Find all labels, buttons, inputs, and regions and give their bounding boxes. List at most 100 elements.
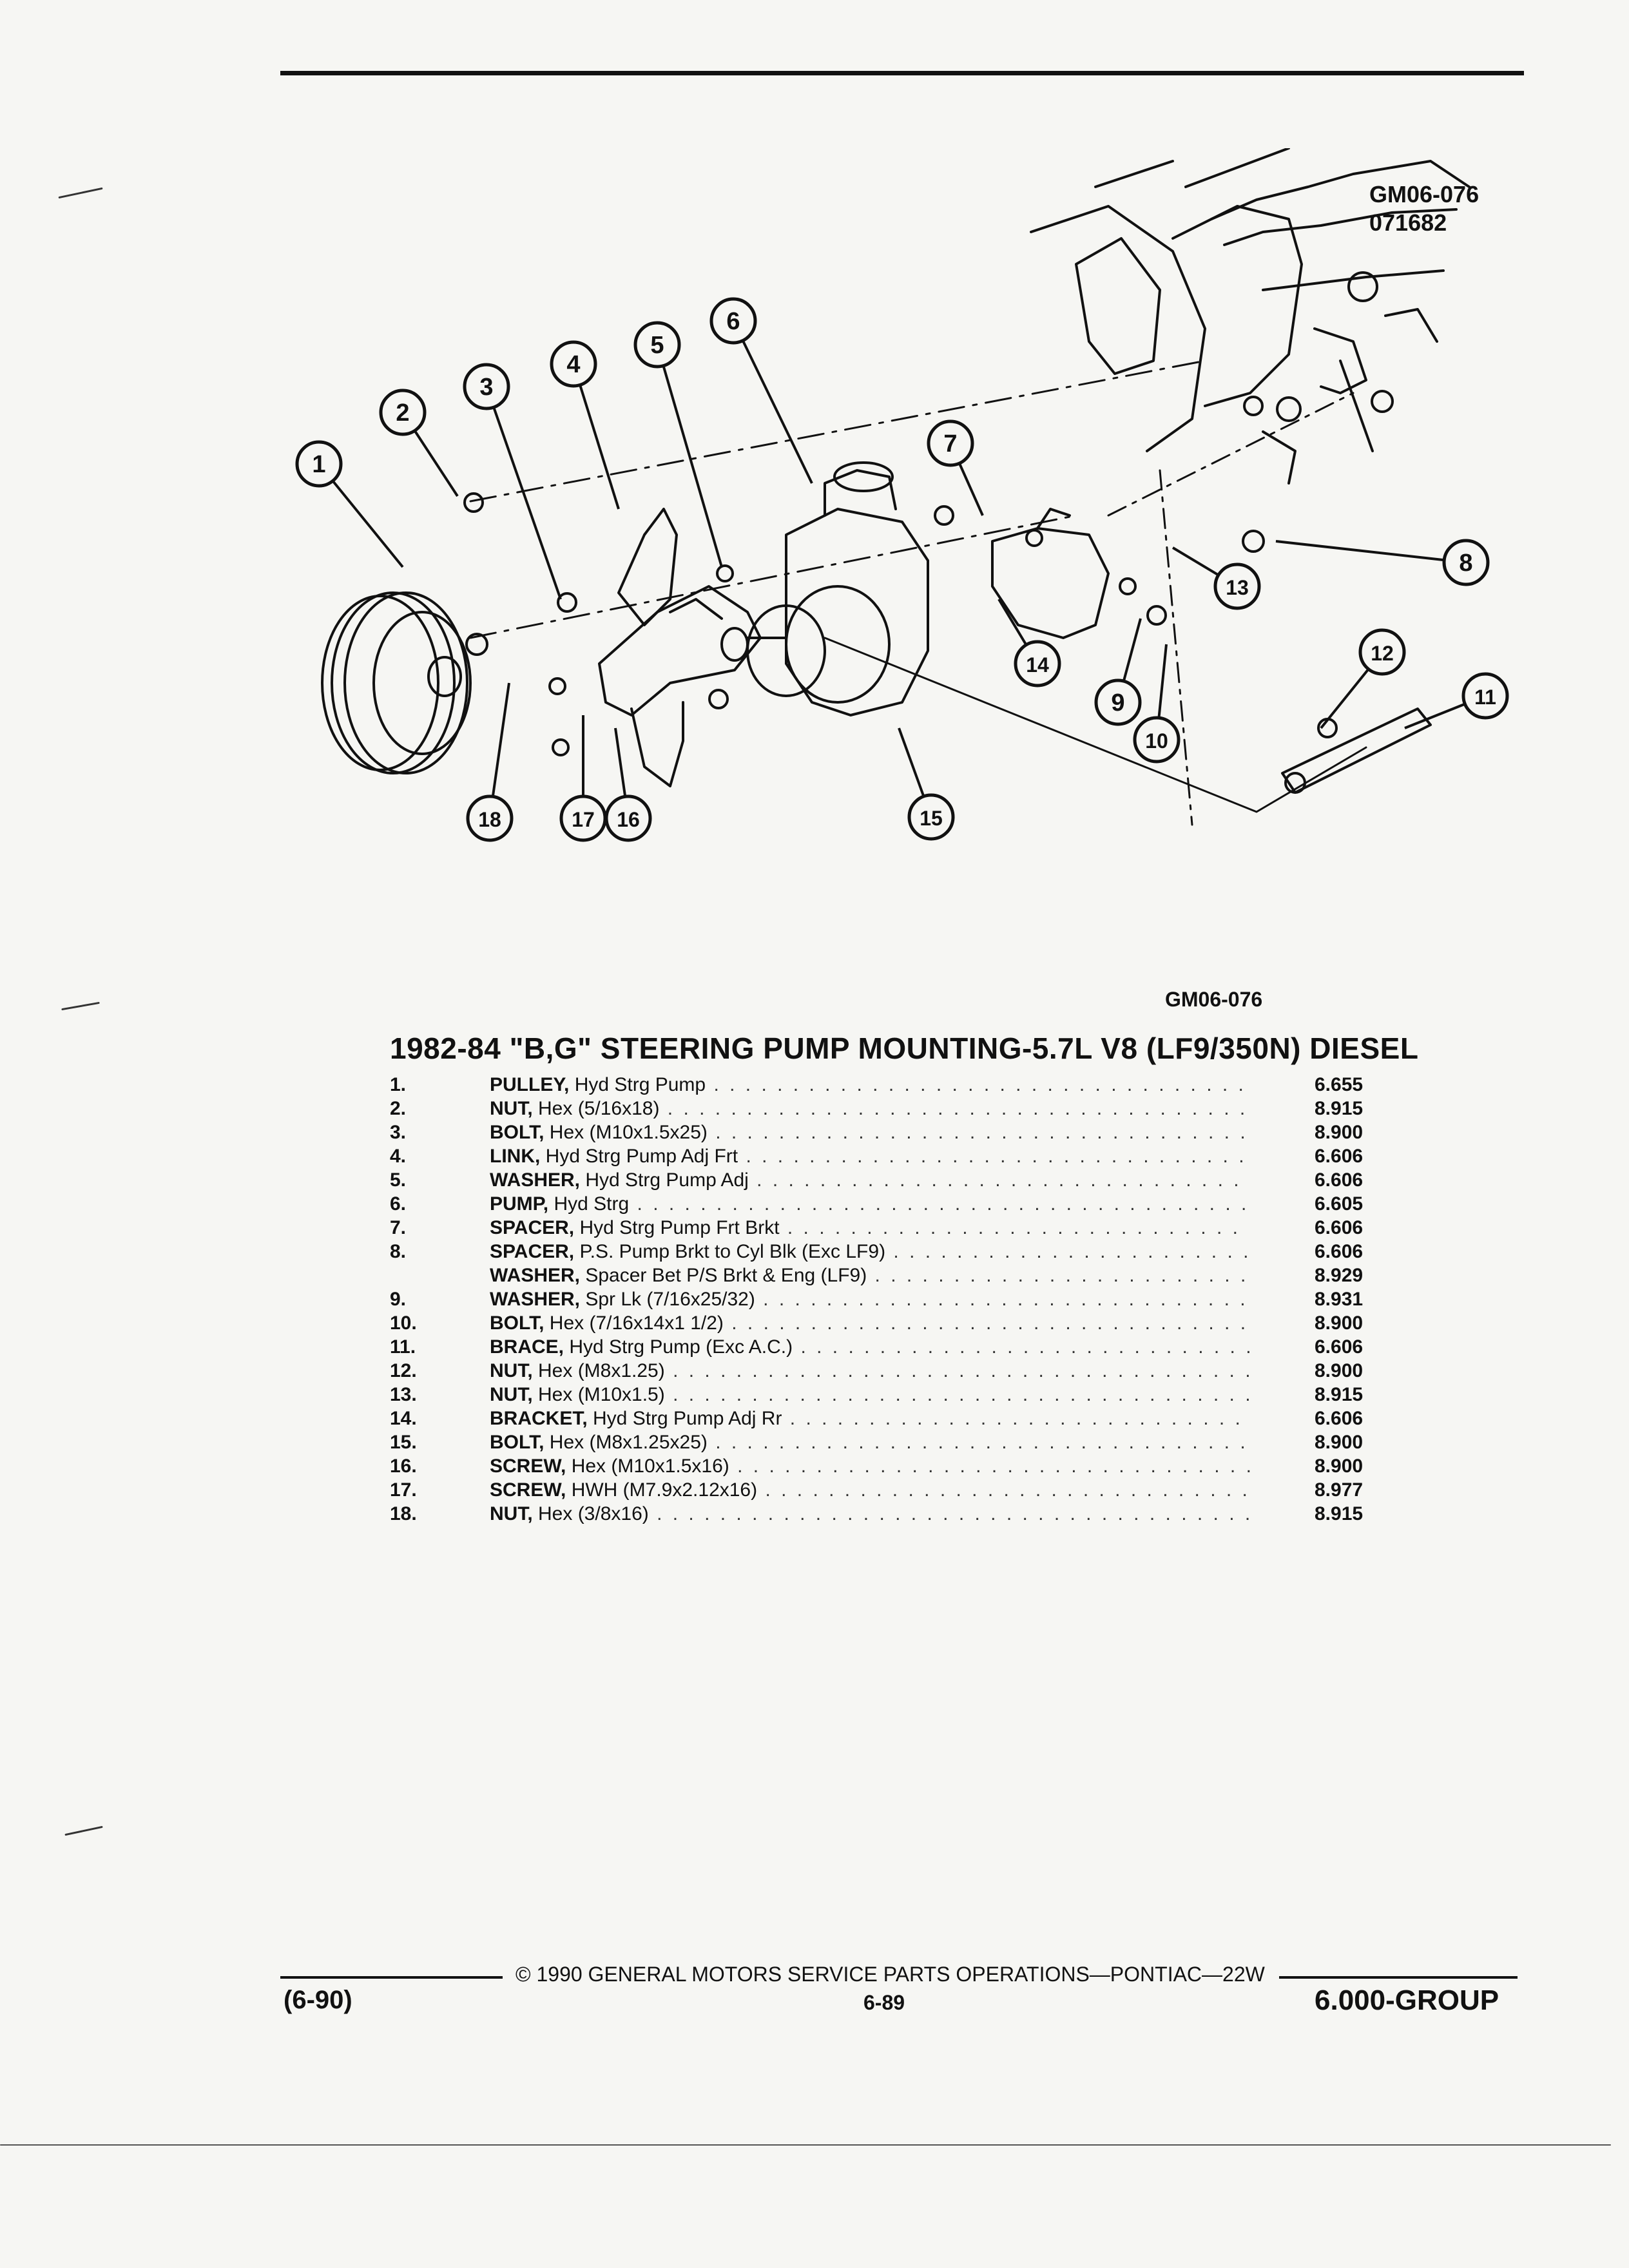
part-detail: Hex (3/8x16) bbox=[532, 1503, 649, 1524]
callout-circle bbox=[1461, 672, 1509, 720]
callout-leader bbox=[1275, 540, 1467, 564]
part-number: 1. bbox=[390, 1074, 407, 1095]
part-group-code: 8.900 bbox=[1315, 1432, 1364, 1453]
callout-label: 6 bbox=[726, 308, 740, 335]
callout-label: 11 bbox=[1474, 686, 1496, 709]
part-group-code: 8.900 bbox=[1315, 1360, 1364, 1381]
part-row: 15. BOLT, Hex (M8x1.25x25) . . . . . . . … bbox=[390, 1430, 1382, 1454]
part-group-code: 8.915 bbox=[1315, 1503, 1364, 1524]
callout-circle bbox=[633, 321, 681, 369]
part-number: 4. bbox=[390, 1146, 407, 1167]
scan-mark bbox=[64, 1825, 103, 1836]
part-row: 1. PULLEY, Hyd Strg Pump . . . . . . . . … bbox=[390, 1073, 1382, 1097]
part-name: BOLT, bbox=[490, 1432, 545, 1453]
leader-dots: . . . . . . . . . . . . . . . . . . . . … bbox=[737, 1456, 1250, 1477]
part-row: 12. NUT, Hex (M8x1.25) . . . . . . . . . … bbox=[390, 1359, 1382, 1383]
leader-dots: . . . . . . . . . . . . . . . . . . . . … bbox=[731, 1312, 1250, 1334]
callout-label: 14 bbox=[1026, 653, 1049, 677]
part-group-code: 8.929 bbox=[1315, 1265, 1364, 1286]
part-number: 12. bbox=[390, 1360, 417, 1381]
part-group-code: 6.655 bbox=[1315, 1074, 1364, 1095]
callout-circle bbox=[927, 419, 974, 467]
part-detail: HWH (M7.9x2.12x16) bbox=[566, 1479, 758, 1501]
callout-circle bbox=[1358, 628, 1406, 676]
callout-circle bbox=[1014, 640, 1061, 687]
part-row: 7.SPACER, Hyd Strg Pump Frt Brkt . . . .… bbox=[390, 1216, 1382, 1240]
part-group-code: 8.900 bbox=[1315, 1456, 1364, 1477]
part-name: SCREW, bbox=[490, 1479, 566, 1501]
scan-mark bbox=[0, 2144, 1611, 2146]
part-number: 6. bbox=[390, 1193, 407, 1215]
leader-dots: . . . . . . . . . . . . . . . . . . . . … bbox=[800, 1336, 1250, 1358]
part-group-code: 6.606 bbox=[1315, 1217, 1364, 1238]
part-group-code: 8.931 bbox=[1315, 1289, 1364, 1310]
part-detail: Hex (M8x1.25) bbox=[532, 1360, 665, 1381]
callout-circle bbox=[463, 363, 510, 410]
part-description: BOLT, Hex (M10x1.5x25) . . . . . . . . .… bbox=[490, 1120, 1250, 1144]
footer-date-code: (6-90) bbox=[284, 1986, 352, 2014]
leader-dots: . . . . . . . . . . . . . . . . . . . . … bbox=[673, 1360, 1250, 1381]
part-description: NUT, Hex (M10x1.5) . . . . . . . . . . .… bbox=[490, 1383, 1250, 1407]
callout-label: 12 bbox=[1371, 642, 1394, 665]
fastener-illustrations bbox=[463, 492, 1338, 756]
part-group-code: 8.915 bbox=[1315, 1384, 1364, 1405]
leader-dots: . . . . . . . . . . . . . . . . . . . . … bbox=[673, 1384, 1250, 1405]
group-number: 6.000-GROUP bbox=[1315, 1984, 1499, 2016]
callout-circle bbox=[559, 794, 607, 842]
part-description: NUT, Hex (3/8x16) . . . . . . . . . . . … bbox=[490, 1502, 1250, 1526]
part-description: PUMP, Hyd Strg . . . . . . . . . . . . .… bbox=[490, 1192, 1250, 1216]
part-description: BOLT, Hex (M8x1.25x25) . . . . . . . . .… bbox=[490, 1430, 1250, 1454]
part-description: WASHER, Spr Lk (7/16x25/32) . . . . . . … bbox=[490, 1287, 1250, 1311]
callout-label: 3 bbox=[479, 374, 493, 401]
part-number: 10. bbox=[390, 1312, 417, 1334]
top-rule bbox=[280, 71, 1524, 75]
part-name: NUT, bbox=[490, 1384, 533, 1405]
part-detail: Hyd Strg Pump Adj Rr bbox=[587, 1408, 782, 1429]
callout-circle bbox=[1094, 678, 1142, 726]
part-group-code: 6.606 bbox=[1315, 1241, 1364, 1262]
pulley-illustration bbox=[321, 591, 472, 774]
part-number: 17. bbox=[390, 1479, 417, 1501]
part-number: 5. bbox=[390, 1169, 407, 1191]
part-row: 6. PUMP, Hyd Strg . . . . . . . . . . . .… bbox=[390, 1192, 1382, 1216]
leader-dots: . . . . . . . . . . . . . . . . . . . . … bbox=[715, 1432, 1250, 1453]
figure-id: GM06-076 bbox=[1369, 181, 1480, 207]
part-detail: P.S. Pump Brkt to Cyl Blk (Exc LF9) bbox=[574, 1241, 886, 1262]
part-name: SPACER, bbox=[490, 1217, 575, 1238]
part-description: NUT, Hex (M8x1.25) . . . . . . . . . . .… bbox=[490, 1359, 1250, 1383]
part-description: BOLT, Hex (7/16x14x1 1/2) . . . . . . . … bbox=[490, 1311, 1250, 1335]
part-number: 3. bbox=[390, 1122, 407, 1143]
engine-block-illustration bbox=[1030, 148, 1470, 485]
part-description: SPACER, P.S. Pump Brkt to Cyl Blk (Exc L… bbox=[490, 1240, 1250, 1264]
callout-label: 1 bbox=[312, 451, 325, 478]
callout-circle bbox=[1133, 716, 1181, 764]
part-name: SCREW, bbox=[490, 1456, 566, 1477]
page-number: 6-89 bbox=[863, 1991, 905, 2014]
part-row: 11.BRACE, Hyd Strg Pump (Exc A.C.) . . .… bbox=[390, 1335, 1382, 1359]
part-row: 5. WASHER, Hyd Strg Pump Adj . . . . . . … bbox=[390, 1168, 1382, 1192]
part-row: 13. NUT, Hex (M10x1.5) . . . . . . . . . … bbox=[390, 1383, 1382, 1407]
part-number: 15. bbox=[390, 1432, 417, 1453]
part-name: PULLEY, bbox=[490, 1074, 570, 1095]
part-description: PULLEY, Hyd Strg Pump . . . . . . . . . … bbox=[490, 1073, 1250, 1097]
part-description: WASHER, Hyd Strg Pump Adj . . . . . . . … bbox=[490, 1168, 1250, 1192]
leader-dots: . . . . . . . . . . . . . . . . . . . . … bbox=[667, 1098, 1250, 1119]
leader-dots: . . . . . . . . . . . . . . . . . . . . … bbox=[765, 1479, 1250, 1501]
part-group-code: 8.900 bbox=[1315, 1122, 1364, 1143]
callout-circle bbox=[709, 297, 757, 345]
part-row: 18.NUT, Hex (3/8x16) . . . . . . . . . .… bbox=[390, 1502, 1382, 1526]
callout-circle bbox=[295, 440, 343, 488]
part-number: 16. bbox=[390, 1456, 417, 1477]
part-name: NUT, bbox=[490, 1098, 533, 1119]
part-detail: Hex (M10x1.5) bbox=[532, 1384, 665, 1405]
callout-circle bbox=[1213, 562, 1261, 610]
callout-label: 9 bbox=[1111, 689, 1124, 716]
brace-illustration bbox=[1281, 707, 1432, 794]
pump-illustration bbox=[720, 461, 929, 716]
part-row: 17. SCREW, HWH (M7.9x2.12x16) . . . . . .… bbox=[390, 1478, 1382, 1502]
footer-rule-right bbox=[1279, 1976, 1518, 1979]
part-number: 13. bbox=[390, 1384, 417, 1405]
leader-dots: . . . . . . . . . . . . . . . . . . . . … bbox=[637, 1193, 1250, 1215]
